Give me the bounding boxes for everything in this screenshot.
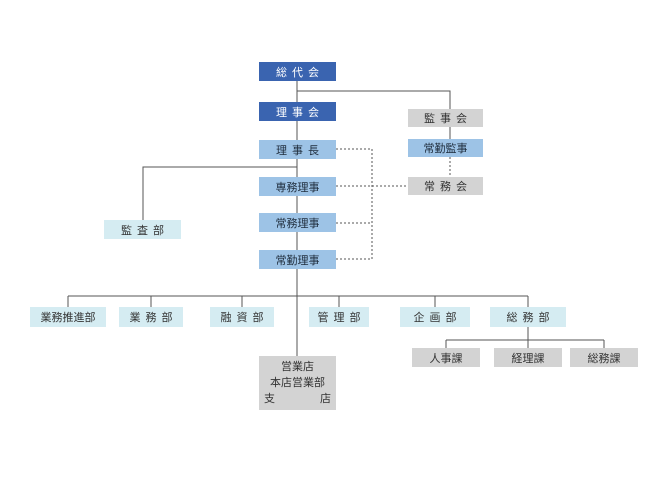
department-box: 管理部 [309,307,369,327]
chairman-box: 理事長 [259,140,336,159]
department-box: 融資部 [210,307,274,327]
fulltime-auditor-box: 常勤監事 [408,139,483,157]
executive-committee-box: 常務会 [408,177,483,195]
department-box: 総務部 [490,307,566,327]
managing-director-box: 常務理事 [259,213,336,232]
branch-line-2: 本店営業部 [270,376,325,389]
audit-dept-box: 監査部 [104,220,181,239]
audit-dept-line [142,166,297,220]
branch-line-1: 営業店 [281,360,314,373]
auditors-box: 監事会 [408,109,483,127]
section-box: 経理課 [494,348,562,367]
fulltime-director-box: 常勤理事 [259,250,336,269]
board-box: 理事会 [259,102,336,121]
general-assembly-box: 総代会 [259,62,336,81]
department-box: 業務推進部 [30,307,106,327]
branch-line-3-left: 支 [264,392,275,405]
senior-managing-director-box: 専務理事 [259,177,336,196]
branch-line-3: 支 店 [264,391,331,407]
department-box: 業務部 [119,307,183,327]
section-box: 総務課 [570,348,638,367]
branches-box: 営業店 本店営業部 支 店 [259,356,336,410]
director-dash-bracket [336,148,373,260]
auditor-link-line [297,90,451,109]
section-box: 人事課 [412,348,480,367]
department-box: 企画部 [400,307,470,327]
branch-line-3-right: 店 [320,392,331,405]
